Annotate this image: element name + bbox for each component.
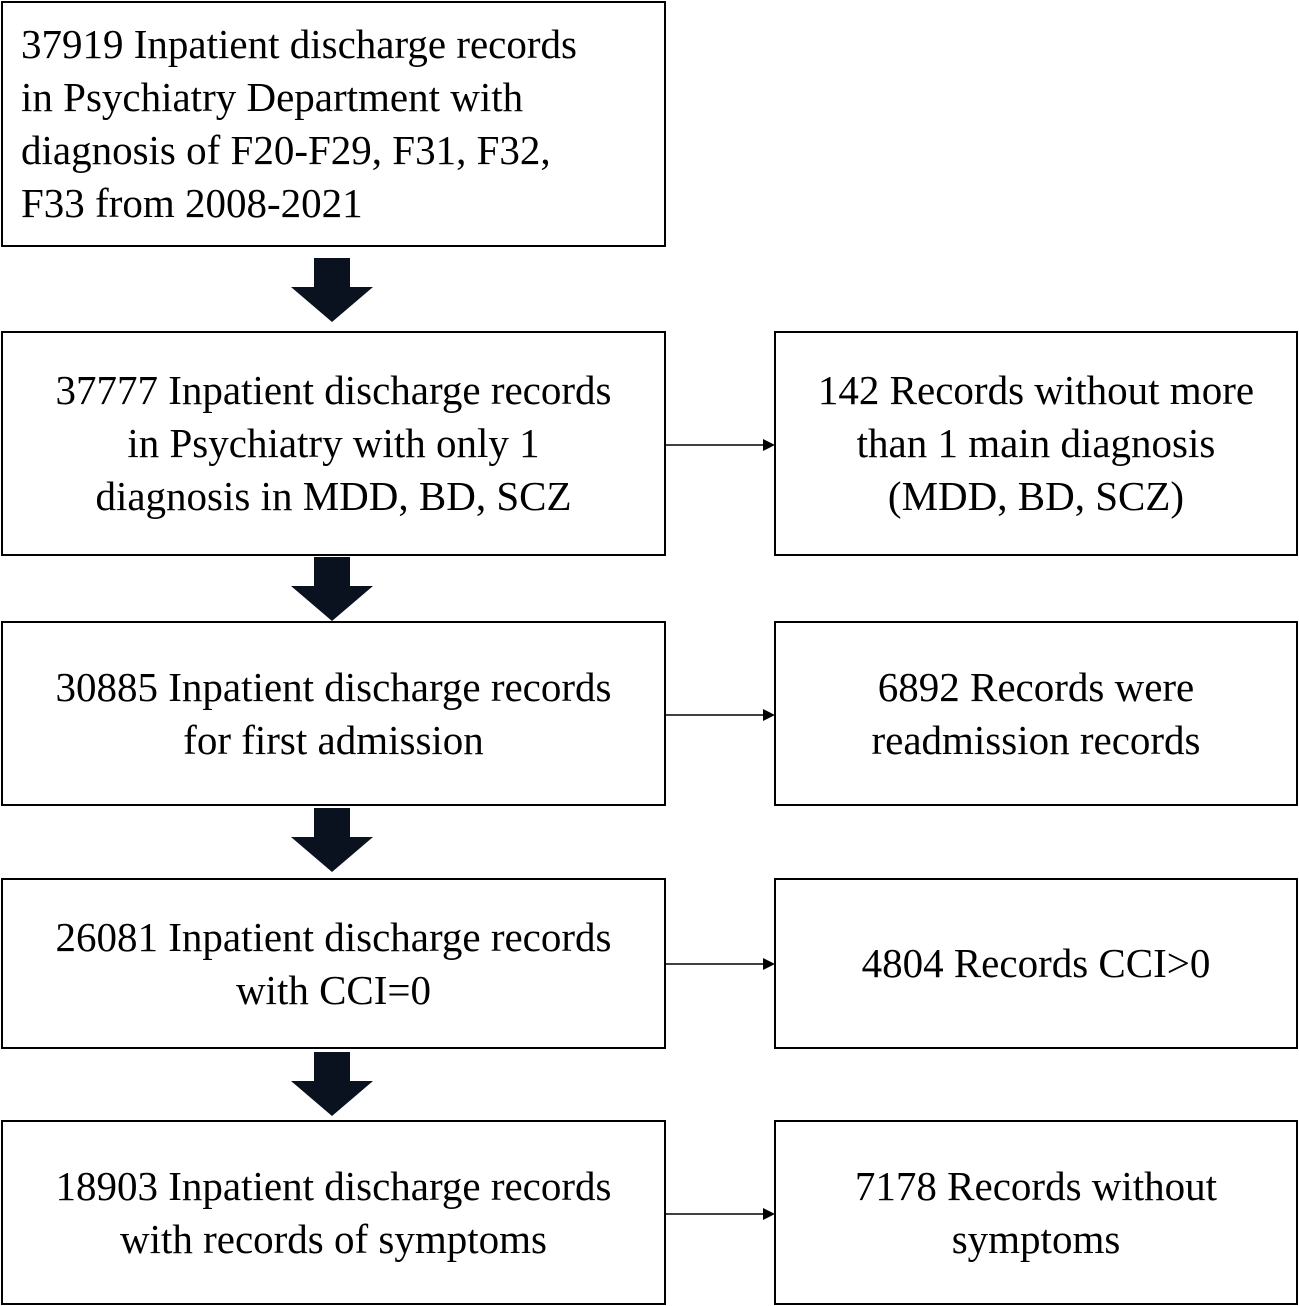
step-box-3: 30885 Inpatient discharge records for fi… (1, 621, 666, 806)
exclusion-4-line-2: symptoms (951, 1215, 1121, 1262)
step-1-line-1: 37919 Inpatient discharge records (21, 21, 577, 67)
step-4-line-1: 26081 Inpatient discharge records (55, 913, 612, 960)
down-arrow-3 (291, 808, 373, 872)
side-arrow-4 (666, 1208, 775, 1220)
step-box-4: 26081 Inpatient discharge records with C… (1, 878, 666, 1049)
step-1-line-4: F33 from 2008-2021 (21, 180, 363, 226)
exclusion-box-3: 4804 Records CCI>0 (774, 878, 1298, 1049)
step-box-1: 37919 Inpatient discharge records in Psy… (1, 1, 666, 247)
exclusion-1-line-2: than 1 main diagnosis (856, 420, 1216, 466)
step-4-line-2: with CCI=0 (235, 966, 432, 1013)
exclusion-3-line-1: 4804 Records CCI>0 (861, 940, 1211, 986)
step-3-line-1: 30885 Inpatient discharge records (55, 663, 612, 710)
side-arrow-3 (666, 958, 775, 970)
step-5-line-2: with records of symptoms (119, 1215, 548, 1262)
step-1-line-3: diagnosis of F20-F29, F31, F32, (21, 127, 551, 173)
exclusion-2-line-1: 6892 Records were (877, 663, 1195, 710)
exclusion-2-line-2: readmission records (871, 716, 1201, 763)
down-arrow-1 (291, 258, 373, 322)
side-arrow-2 (666, 709, 775, 721)
step-3-line-2: for first admission (183, 716, 484, 763)
step-box-2: 37777 Inpatient discharge records in Psy… (1, 331, 666, 556)
down-arrow-2 (291, 557, 373, 621)
exclusion-4-line-1: 7178 Records without (854, 1162, 1218, 1209)
down-arrow-4 (291, 1052, 373, 1116)
step-2-line-2: in Psychiatry with only 1 (127, 420, 540, 466)
step-2-line-1: 37777 Inpatient discharge records (55, 367, 612, 413)
exclusion-box-1: 142 Records without more than 1 main dia… (774, 331, 1298, 556)
exclusion-1-line-3: (MDD, BD, SCZ) (887, 473, 1185, 519)
step-5-line-1: 18903 Inpatient discharge records (55, 1162, 612, 1209)
step-2-line-3: diagnosis in MDD, BD, SCZ (95, 473, 572, 519)
step-1-line-2: in Psychiatry Department with (21, 74, 524, 120)
exclusion-box-2: 6892 Records were readmission records (774, 621, 1298, 806)
exclusion-box-4: 7178 Records without symptoms (774, 1120, 1298, 1305)
step-box-5: 18903 Inpatient discharge records with r… (1, 1120, 666, 1305)
exclusion-1-line-1: 142 Records without more (817, 367, 1255, 413)
side-arrow-1 (666, 439, 775, 451)
